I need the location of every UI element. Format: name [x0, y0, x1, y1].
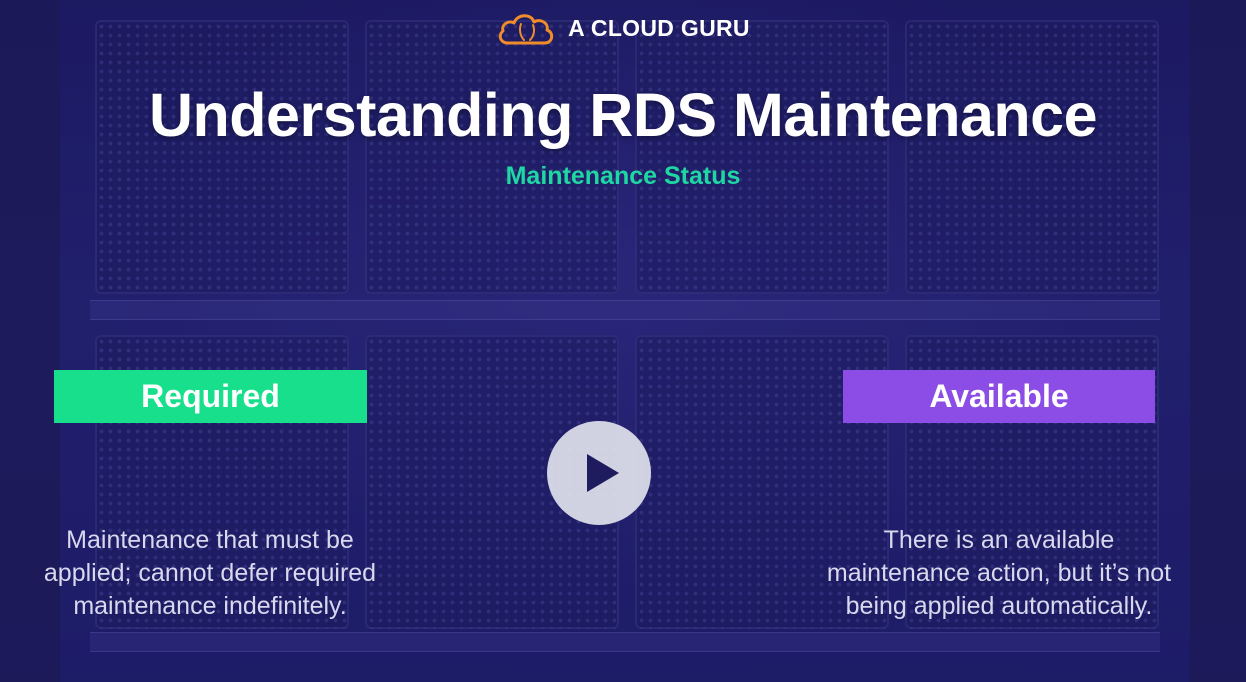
- background-rack-panel: [365, 20, 619, 294]
- play-button[interactable]: [547, 421, 651, 525]
- play-icon: [587, 454, 619, 492]
- available-status-badge: Available: [843, 370, 1155, 423]
- cloud-logo-icon: [498, 14, 554, 45]
- background-rack-rail: [90, 300, 1160, 320]
- required-status-badge: Required: [54, 370, 367, 423]
- description-line: being applied automatically.: [845, 592, 1153, 620]
- available-status-description: There is an available maintenance action…: [789, 524, 1209, 623]
- description-line: maintenance indefinitely.: [73, 592, 347, 620]
- description-line: Maintenance that must be: [66, 526, 354, 554]
- brand-name: A CLOUD GURU: [568, 14, 750, 41]
- required-status-description: Maintenance that must be applied; cannot…: [0, 524, 420, 623]
- description-line: applied; cannot defer required: [43, 559, 377, 587]
- required-status-label: Required: [141, 378, 280, 414]
- description-line: There is an available: [883, 526, 1115, 554]
- description-line: maintenance action, but it’s not: [826, 559, 1172, 587]
- background-rack-panel: [95, 20, 349, 294]
- background-rack-pillar: [1190, 0, 1246, 682]
- slide-title: Understanding RDS Maintenance: [148, 81, 1098, 149]
- slide-subtitle: Maintenance Status: [505, 162, 741, 190]
- background-rack-panel: [635, 20, 889, 294]
- background-rack-panel: [905, 20, 1159, 294]
- background-rack-rail: [90, 632, 1160, 652]
- available-status-label: Available: [929, 378, 1069, 414]
- brand-logo: A CLOUD GURU: [0, 10, 1246, 46]
- background-rack-pillar: [0, 0, 60, 682]
